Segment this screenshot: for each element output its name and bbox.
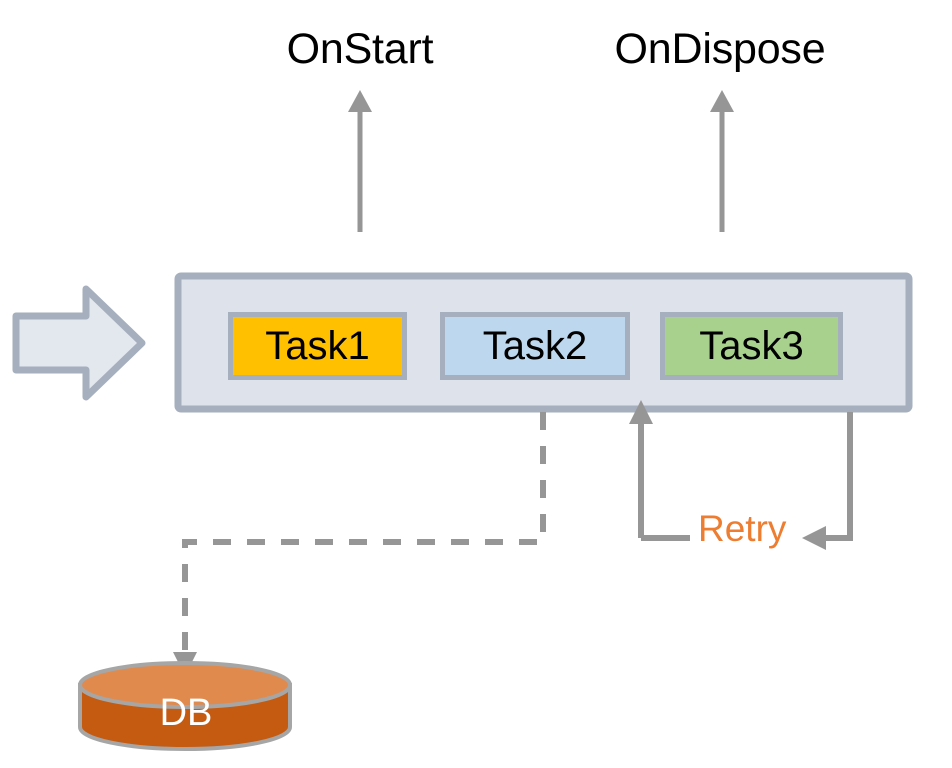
input-block-arrow-icon [12,285,146,401]
db-cylinder-icon [78,661,292,751]
ondispose-label: OnDispose [614,25,826,73]
ondispose-arrow-icon [710,90,734,232]
db-label: DB [159,692,213,734]
onstart-arrow-icon [348,90,372,232]
retry-loop-connector [629,400,853,550]
task-box-task1[interactable]: Task1 [228,312,407,380]
db-dashed-connector [173,412,546,676]
retry-label: Retry [698,508,787,549]
task-box-task2[interactable]: Task2 [440,312,630,380]
onstart-label: OnStart [286,25,434,73]
task-box-task3[interactable]: Task3 [660,312,843,380]
